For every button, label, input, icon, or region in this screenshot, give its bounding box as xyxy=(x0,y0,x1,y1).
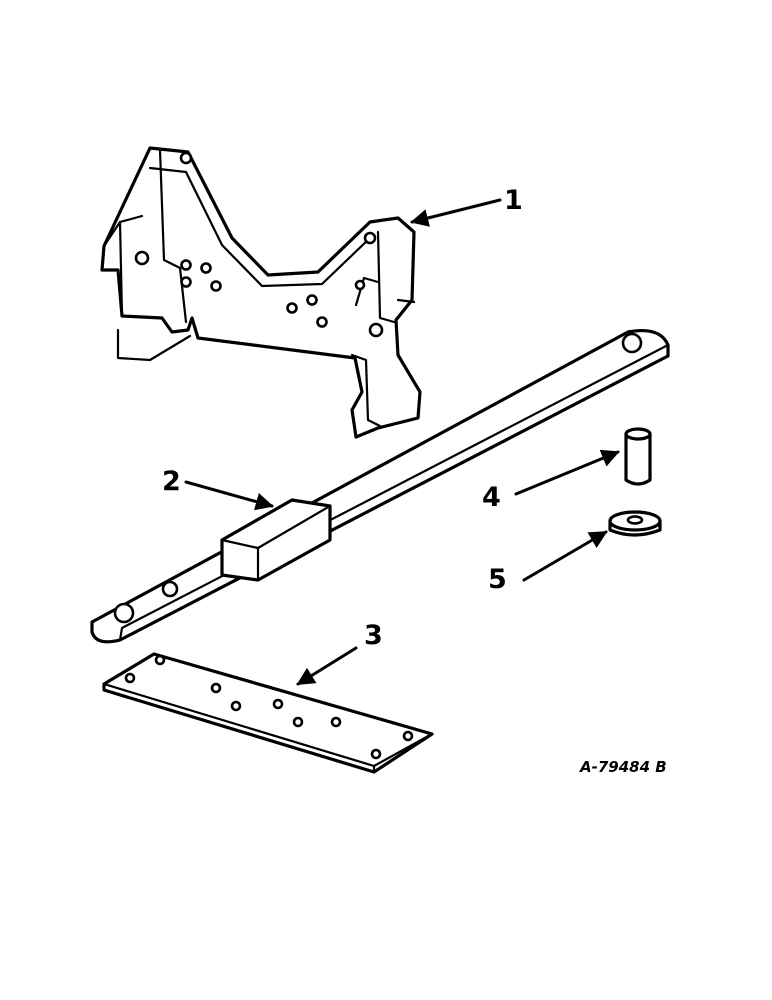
leader-1 xyxy=(410,198,502,227)
part-2-drawbar xyxy=(90,328,670,644)
callout-3: 3 xyxy=(364,620,383,651)
reference-code: A-79484 B xyxy=(579,758,667,776)
callout-5: 5 xyxy=(488,564,507,595)
callout-4: 4 xyxy=(482,482,501,513)
part-1-bracket xyxy=(100,146,422,439)
leader-3 xyxy=(296,646,358,686)
callout-2: 2 xyxy=(162,466,181,497)
leader-2 xyxy=(184,480,274,511)
callout-1: 1 xyxy=(504,185,523,216)
leader-5 xyxy=(522,530,608,582)
leader-4 xyxy=(514,449,620,496)
part-3-plate xyxy=(102,652,434,774)
part-5-washer xyxy=(608,510,662,537)
part-4-pin xyxy=(624,427,652,486)
